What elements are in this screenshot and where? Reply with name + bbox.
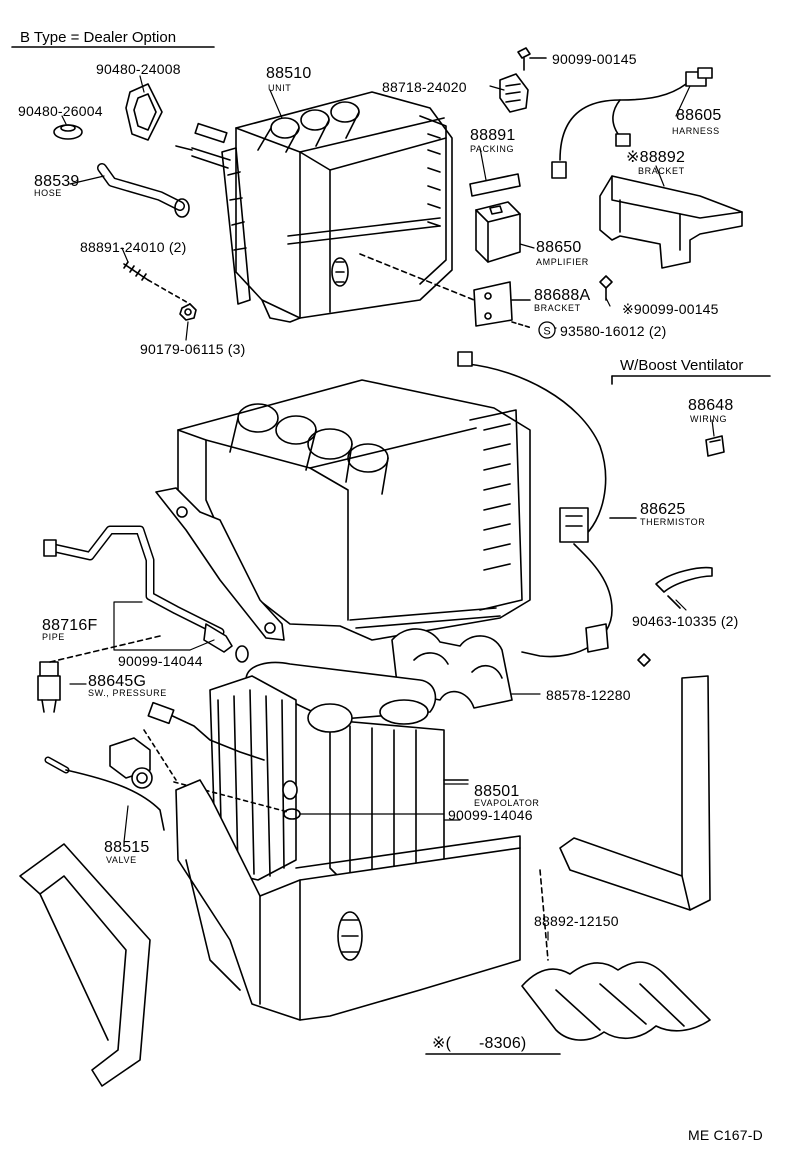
part-number-88645G[interactable]: 88645G bbox=[88, 673, 147, 690]
part-name-evapolator: EVAPOLATOR bbox=[474, 798, 540, 808]
evaporator-88501 bbox=[147, 661, 469, 881]
harness-88605 bbox=[551, 67, 713, 179]
amplifier-88650 bbox=[475, 201, 521, 263]
footnote-range: ※( -8306) bbox=[432, 1035, 527, 1052]
part-number-90480-24008[interactable]: 90480-24008 bbox=[96, 61, 181, 77]
cooling-unit-case bbox=[155, 379, 531, 641]
part-number-90480-26004[interactable]: 90480-26004 bbox=[18, 103, 103, 119]
part-name-sw-pressure: SW., PRESSURE bbox=[88, 688, 167, 698]
part-number-90099-14046[interactable]: 90099-14046 bbox=[448, 807, 533, 823]
part-number-88892[interactable]: ※88892 bbox=[626, 149, 686, 166]
part-number-90099-00145[interactable]: 90099-00145 bbox=[552, 51, 637, 67]
clamp-90463-10335 bbox=[655, 566, 713, 609]
nut-90179-06115 bbox=[179, 303, 197, 321]
duct-left bbox=[19, 843, 151, 1087]
part-number-88718-24020[interactable]: 88718-24020 bbox=[382, 79, 467, 95]
bracket-88892 bbox=[599, 175, 743, 269]
stud-88891-24010 bbox=[123, 261, 191, 305]
hose-88539 bbox=[97, 163, 190, 218]
part-name-amplifier: AMPLIFIER bbox=[536, 257, 589, 267]
part-name-pipe: PIPE bbox=[42, 632, 65, 642]
part-number-88891-24010[interactable]: 88891-24010 (2) bbox=[80, 239, 187, 255]
part-name-thermistor: THERMISTOR bbox=[640, 517, 706, 527]
part-number-93580-16012[interactable]: 93580-16012 (2) bbox=[560, 323, 667, 339]
boost-ventilator-heading: W/Boost Ventilator bbox=[620, 357, 744, 374]
thermistor-88625 bbox=[457, 351, 637, 658]
part-number-88501[interactable]: 88501 bbox=[474, 783, 520, 800]
wiring-88648 bbox=[705, 435, 725, 457]
part-number-88892-12150[interactable]: 88892-12150 bbox=[534, 913, 619, 929]
part-number-88648[interactable]: 88648 bbox=[688, 397, 734, 414]
part-number-88891[interactable]: 88891 bbox=[470, 127, 516, 144]
grommet-90480-24008 bbox=[125, 83, 163, 141]
part-name-bracket-88688A: BRACKET bbox=[534, 303, 581, 313]
connector-88718-24020 bbox=[499, 73, 529, 113]
part-number-88625[interactable]: 88625 bbox=[640, 501, 686, 518]
cooling-unit-upper bbox=[175, 91, 453, 323]
part-number-88650[interactable]: 88650 bbox=[536, 239, 582, 256]
part-number-88578-12280[interactable]: 88578-12280 bbox=[546, 687, 631, 703]
pipe-88716F bbox=[43, 525, 233, 653]
cooling-unit-case-lower bbox=[175, 779, 521, 1021]
part-name-hose: HOSE bbox=[34, 188, 62, 198]
bracket-88688A bbox=[473, 281, 533, 329]
part-number-90099-14044[interactable]: 90099-14044 bbox=[118, 653, 203, 669]
leader-lines bbox=[61, 75, 715, 941]
screw-90099-00145 bbox=[517, 47, 547, 71]
part-name-bracket-88892: BRACKET bbox=[638, 166, 685, 176]
part-name-packing: PACKING bbox=[470, 144, 515, 154]
o-ring-90099-14044 bbox=[235, 645, 249, 663]
part-number-88605[interactable]: 88605 bbox=[676, 107, 722, 124]
duct-right bbox=[559, 675, 711, 911]
pressure-switch-88645G bbox=[37, 635, 161, 713]
s-mark-letter: S bbox=[543, 326, 550, 338]
grommet-90480-26004 bbox=[53, 124, 83, 140]
part-number-88510[interactable]: 88510 bbox=[266, 65, 312, 82]
part-number-88716F[interactable]: 88716F bbox=[42, 617, 98, 634]
link-unit-bracket bbox=[359, 253, 475, 301]
part-name-unit: UNIT bbox=[268, 83, 292, 93]
part-number-88688A[interactable]: 88688A bbox=[534, 287, 591, 304]
part-number-88515[interactable]: 88515 bbox=[104, 839, 150, 856]
s-mark: S bbox=[538, 321, 556, 339]
part-number-90463-10335[interactable]: 90463-10335 (2) bbox=[632, 613, 739, 629]
dealer-option-heading: B Type = Dealer Option bbox=[20, 29, 177, 46]
part-number-90179-06115[interactable]: 90179-06115 (3) bbox=[140, 341, 246, 357]
diagram-code: ME C167-D bbox=[688, 1127, 763, 1143]
part-name-harness: HARNESS bbox=[672, 126, 720, 136]
part-number-90099-00145-b[interactable]: ※90099-00145 bbox=[622, 301, 719, 317]
screw-90099-00145-b bbox=[599, 275, 613, 301]
part-name-wiring: WIRING bbox=[690, 414, 728, 424]
part-number-88539[interactable]: 88539 bbox=[34, 173, 80, 190]
part-name-valve: VALVE bbox=[106, 855, 137, 865]
expansion-valve-88515 bbox=[44, 729, 289, 831]
packing-88891 bbox=[469, 173, 521, 197]
screw-small bbox=[637, 653, 651, 667]
plate-88892-12150 bbox=[521, 869, 711, 1041]
